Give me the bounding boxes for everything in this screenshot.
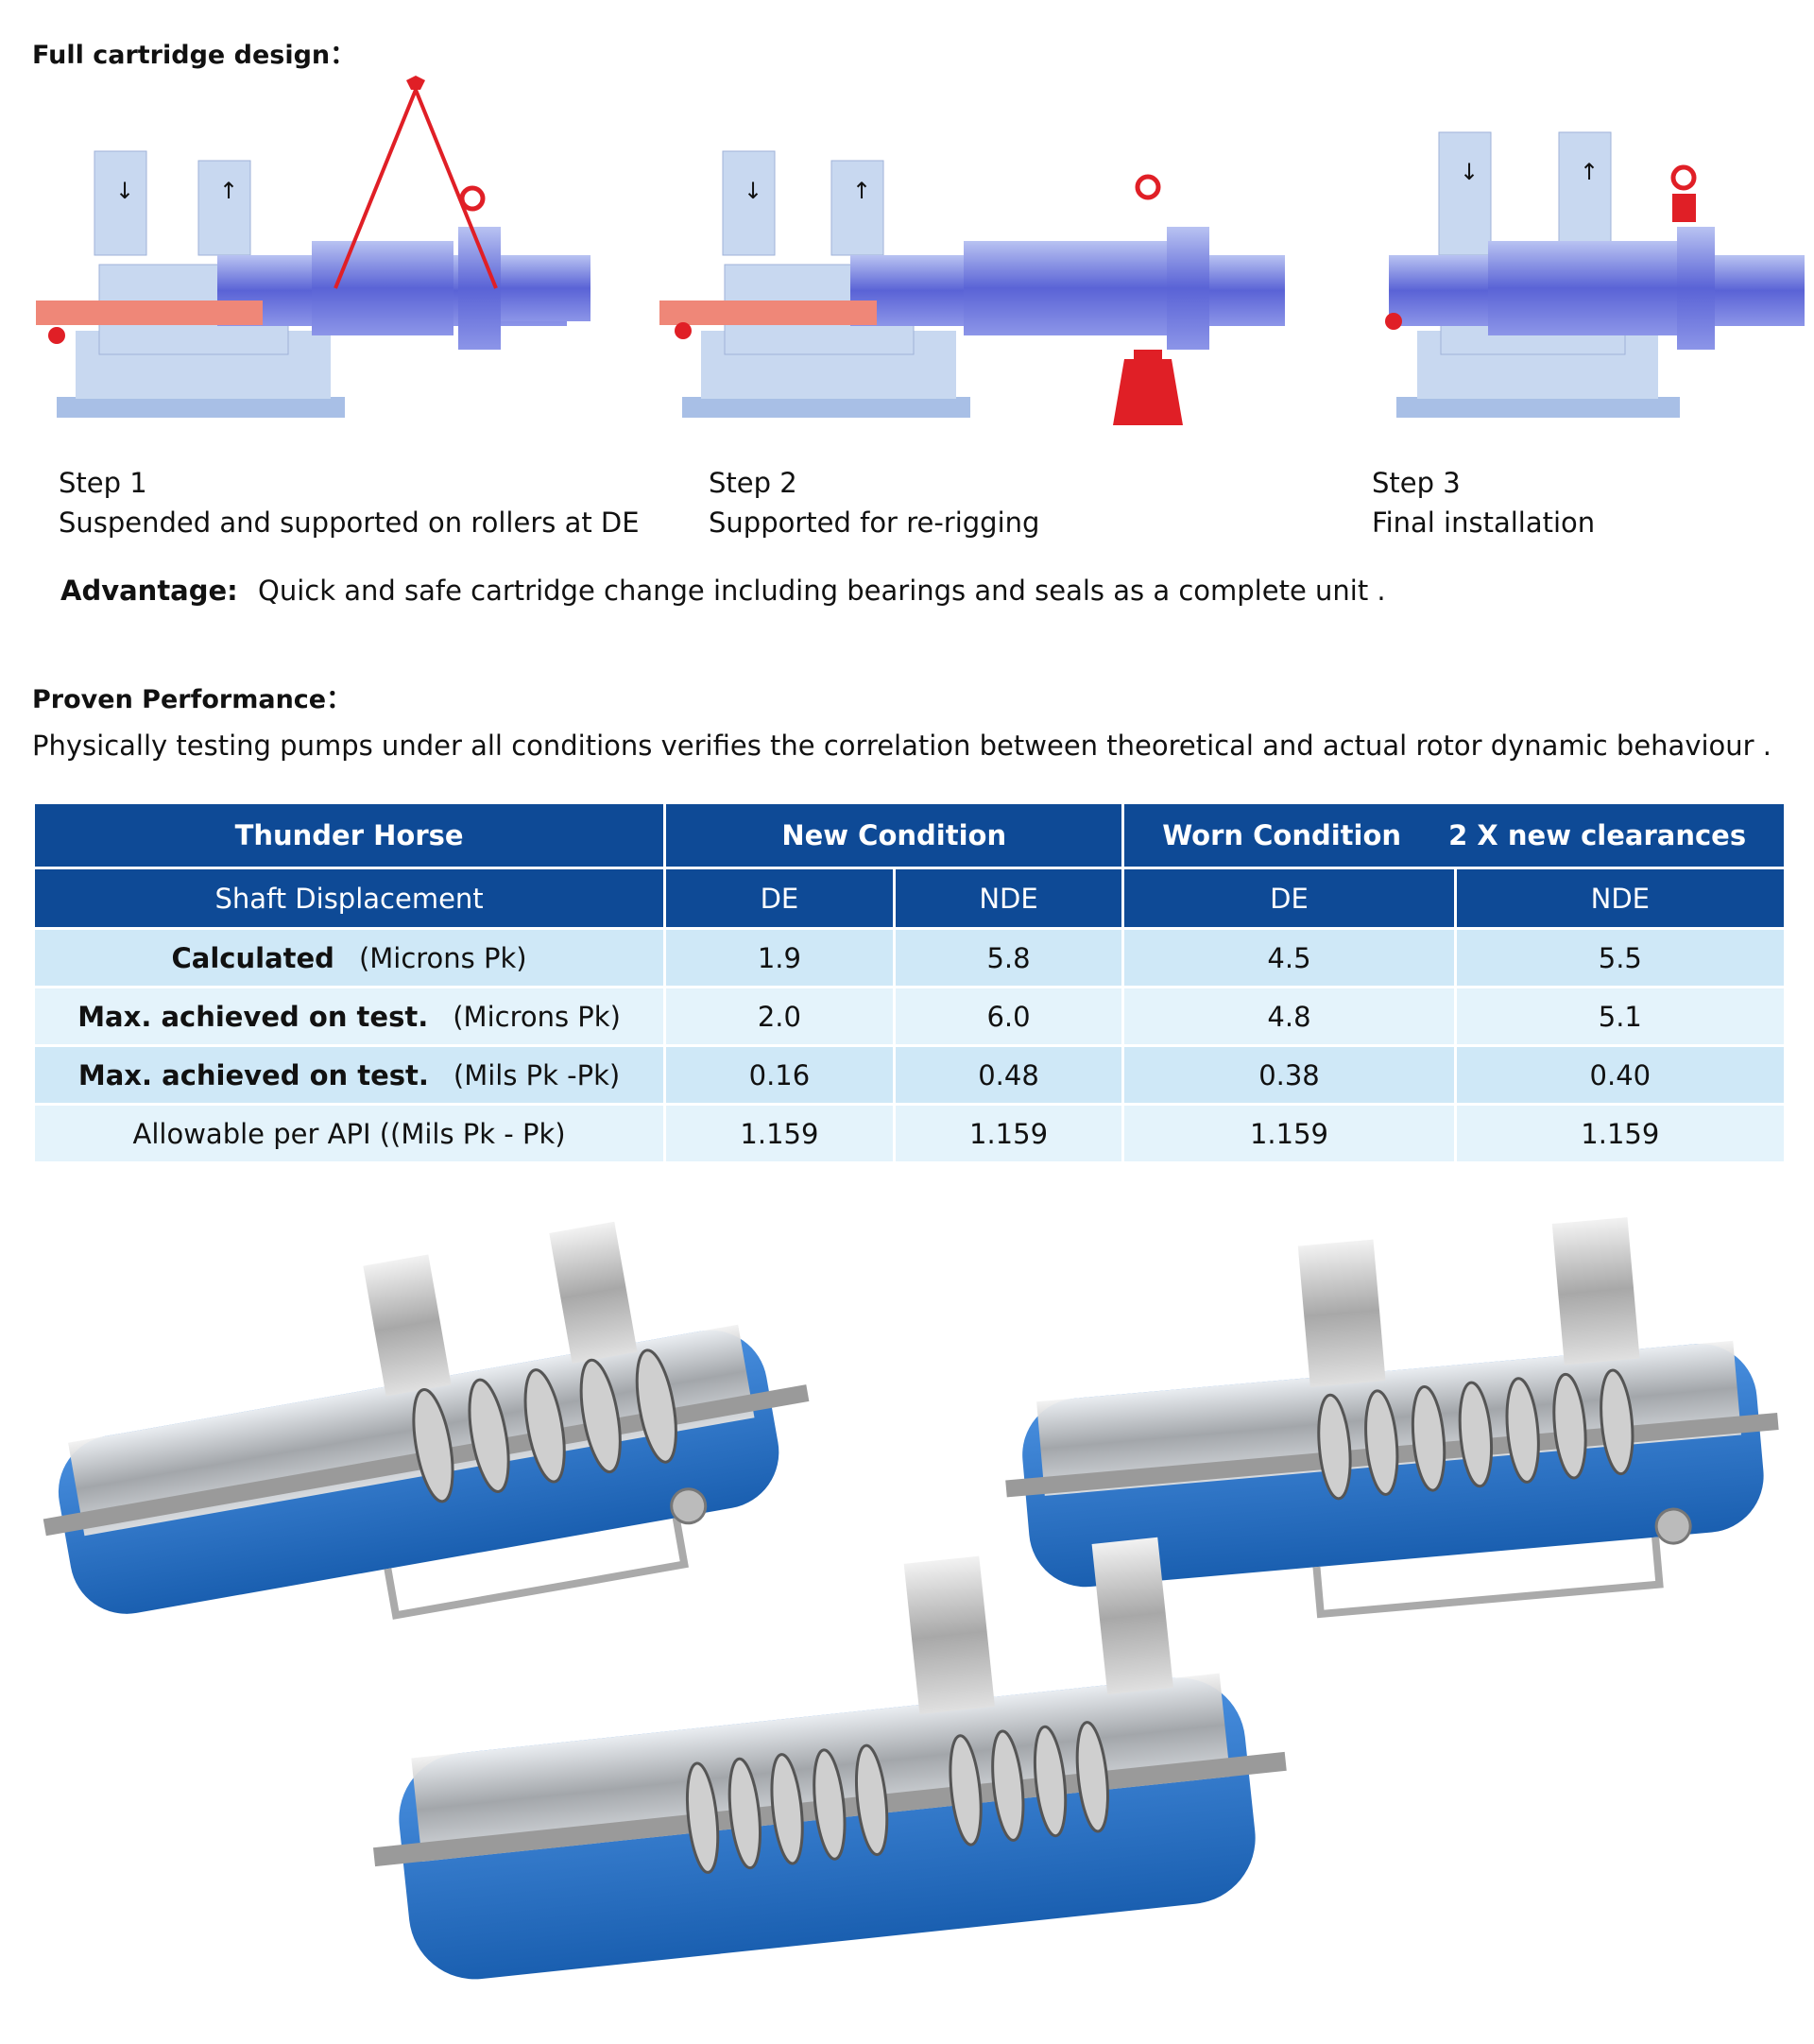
performance-intro: Physically testing pumps under all condi… [32, 730, 1772, 762]
row-label: Calculated (Microns Pk) [31, 927, 667, 988]
table-subheader-row: Shaft Displacement DE NDE DE NDE [31, 867, 1788, 930]
pump-render-1 [43, 1221, 810, 1620]
table-row: Max. achieved on test. (Microns Pk) 2.0 6… [31, 986, 1788, 1047]
table-row: Calculated (Microns Pk) 1.9 5.8 4.5 5.5 [31, 927, 1788, 988]
subheader-de-new: DE [663, 867, 896, 930]
advantage-line: Advantage: Quick and safe cartridge chan… [60, 571, 1386, 610]
cell-value: 4.8 [1121, 986, 1457, 1047]
advantage-label: Advantage: [60, 575, 238, 607]
section-heading-performance: Proven Performance： [32, 685, 352, 714]
cartridge-steps-illustration: ↓ ↑ ↓ ↑ [36, 76, 1805, 425]
row-label-unit: (Microns Pk) [453, 1000, 621, 1033]
step2-diagram: ↓ ↑ [659, 150, 1285, 425]
subheader-shaft-displacement: Shaft Displacement [31, 867, 667, 930]
cell-value: 0.40 [1453, 1044, 1788, 1106]
row-label-unit: (Mils Pk -Pk) [453, 1058, 621, 1091]
svg-text:↓: ↓ [115, 178, 134, 204]
cell-value: 0.48 [892, 1044, 1125, 1106]
pump-cutaway-illustrations [43, 1217, 1779, 1980]
subheader-de-worn: DE [1121, 867, 1457, 930]
row-label-unit: (Microns Pk) [358, 941, 527, 974]
step3-diagram: ↓ ↑ [1385, 131, 1805, 418]
step2-caption-block: Step 2 Supported for re-rigging [709, 463, 1039, 542]
cell-value: 1.159 [892, 1103, 1125, 1164]
advantage-text: Quick and safe cartridge change includin… [258, 575, 1386, 607]
performance-table: Thunder Horse New Condition Worn Conditi… [31, 801, 1788, 1164]
header-new-condition: New Condition [663, 801, 1125, 869]
header-worn-condition: Worn Condition 2 X new clearances [1121, 801, 1787, 869]
svg-text:↑: ↑ [1580, 159, 1599, 185]
step1-title: Step 1 [59, 467, 147, 499]
step2-title: Step 2 [709, 467, 797, 499]
cell-value: 1.9 [663, 927, 896, 988]
step3-title: Step 3 [1372, 467, 1461, 499]
step1-caption: Suspended and supported on rollers at DE [59, 507, 640, 539]
step3-caption: Final installation [1372, 507, 1596, 539]
header-clearances-label: 2 X new clearances [1448, 819, 1747, 851]
svg-text:↓: ↓ [1460, 159, 1479, 185]
pump-render-2 [1005, 1217, 1779, 1619]
cell-value: 2.0 [663, 986, 896, 1047]
cell-value: 0.38 [1121, 1044, 1457, 1106]
section-heading-cartridge: Full cartridge design： [32, 41, 356, 70]
header-worn-label: Worn Condition [1162, 819, 1402, 851]
cell-value: 4.5 [1121, 927, 1457, 988]
svg-text:↑: ↑ [852, 178, 871, 204]
cell-value: 0.16 [663, 1044, 896, 1106]
row-label-bold: Calculated [171, 941, 334, 974]
step3-caption-block: Step 3 Final installation [1372, 463, 1595, 542]
svg-text:↓: ↓ [744, 178, 762, 204]
subheader-nde-new: NDE [892, 867, 1125, 930]
step-diagrams: ↓ ↑ ↓ ↑ [28, 76, 1805, 435]
cell-value: 6.0 [892, 986, 1125, 1047]
cell-value: 5.1 [1453, 986, 1788, 1047]
subheader-nde-worn: NDE [1453, 867, 1788, 930]
cell-value: 1.159 [1121, 1103, 1457, 1164]
cell-value: 1.159 [663, 1103, 896, 1164]
row-label: Allowable per API ((Mils Pk - Pk) [31, 1103, 667, 1164]
step1-diagram: ↓ ↑ [36, 76, 590, 418]
cell-value: 5.5 [1453, 927, 1788, 988]
table-row: Allowable per API ((Mils Pk - Pk) 1.159 … [31, 1103, 1788, 1164]
step1-caption-block: Step 1 Suspended and supported on roller… [59, 463, 640, 542]
table-header-row: Thunder Horse New Condition Worn Conditi… [31, 801, 1787, 869]
row-label-bold: Max. achieved on test. [77, 1058, 429, 1091]
pump-render-3 [372, 1537, 1287, 1980]
cell-value: 5.8 [892, 927, 1125, 988]
step2-caption: Supported for re-rigging [709, 507, 1040, 539]
table-row: Max. achieved on test. (Mils Pk -Pk) 0.16… [31, 1044, 1788, 1106]
row-label-unit: Allowable per API ((Mils Pk - Pk) [132, 1117, 566, 1150]
row-label-bold: Max. achieved on test. [77, 1000, 429, 1033]
svg-text:↑: ↑ [219, 178, 238, 204]
header-thunder-horse: Thunder Horse [31, 801, 667, 869]
row-label: Max. achieved on test. (Mils Pk -Pk) [31, 1044, 667, 1106]
cell-value: 1.159 [1453, 1103, 1788, 1164]
row-label: Max. achieved on test. (Microns Pk) [31, 986, 667, 1047]
pump-renders [0, 1210, 1814, 2041]
